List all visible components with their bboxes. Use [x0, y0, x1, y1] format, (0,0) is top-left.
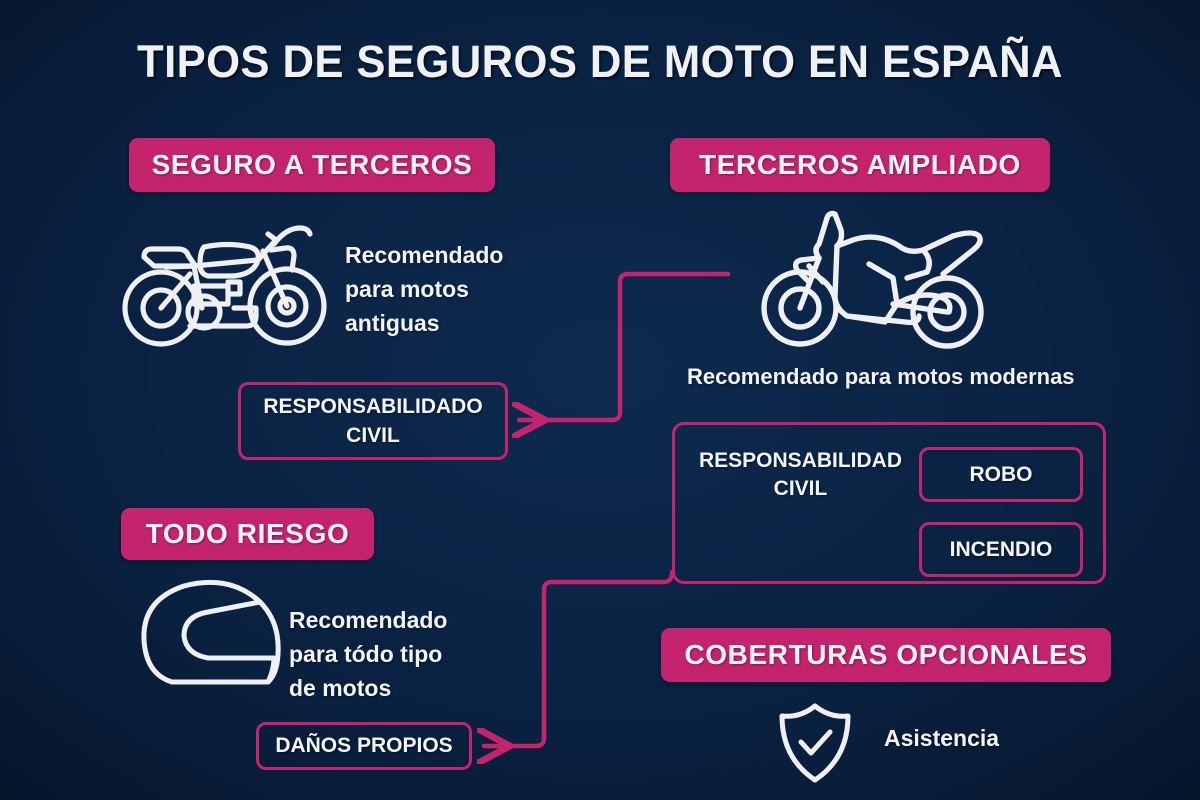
helmet-icon	[138, 578, 290, 700]
todo-riesgo-description-line-1: Recomendado	[289, 607, 448, 633]
box-danos-propios[interactable]: DAÑOS PROPIOS	[256, 722, 472, 770]
todo-riesgo-description-line-3: de motos	[289, 675, 392, 701]
box-responsabilidad-civil-terceros[interactable]: RESPONSABILIDADO CIVIL	[238, 382, 508, 460]
sport-motorcycle-icon	[757, 200, 995, 356]
box-incendio[interactable]: INCENDIO	[919, 522, 1083, 577]
box-robo[interactable]: ROBO	[919, 447, 1083, 502]
terceros-description-line-3: antiguas	[345, 310, 440, 336]
page-title: TIPOS DE SEGUROS DE MOTO EN ESPAÑA	[137, 36, 1063, 87]
terceros-description-line-2: para motos	[345, 276, 469, 302]
terceros-ampliado-description: Recomendado para motos modernas	[687, 364, 1075, 389]
shield-check-icon	[778, 702, 852, 784]
classic-motorcycle-icon	[116, 204, 336, 356]
connector-panel-to-danos-propios	[484, 569, 675, 746]
todo-riesgo-description-line-2: para tódo tipo	[289, 641, 443, 667]
todo-riesgo-description: Recomendado para tódo tipo de motos	[289, 603, 489, 705]
asistencia-label: Asistencia	[884, 725, 1000, 751]
terceros-description: Recomendado para motos antiguas	[345, 238, 555, 340]
badge-coberturas-opcionales[interactable]: COBERTURAS OPCIONALES	[661, 628, 1111, 682]
panel-responsabilidad-civil-label: RESPONSABILIDAD CIVIL	[693, 447, 908, 503]
terceros-description-line-1: Recomendado	[345, 242, 504, 268]
panel-responsabilidad-line-1: RESPONSABILIDAD	[698, 449, 903, 472]
badge-todo-riesgo[interactable]: TODO RIESGO	[121, 508, 374, 560]
panel-terceros-ampliado-coverages: RESPONSABILIDAD CIVIL ROBO INCENDIO	[672, 422, 1106, 584]
badge-seguro-a-terceros[interactable]: SEGURO A TERCEROS	[129, 138, 495, 192]
badge-terceros-ampliado[interactable]: TERCEROS AMPLIADO	[670, 138, 1050, 192]
panel-responsabilidad-line-2: CIVIL	[773, 477, 828, 500]
